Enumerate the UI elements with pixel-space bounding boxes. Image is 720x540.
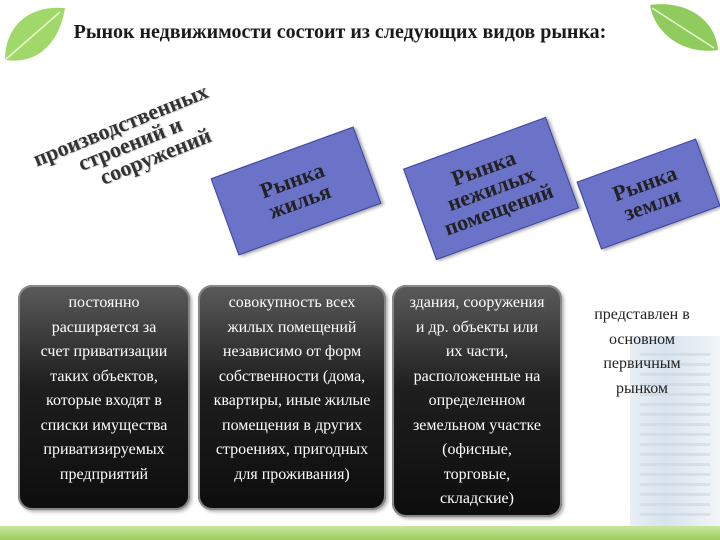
panel-line: определенном <box>392 389 562 414</box>
panel-line: постоянно <box>18 291 190 316</box>
panel-housing: совокупность всех жилых помещений незави… <box>198 285 386 510</box>
panel-commercial: здания, сооружения и др. объекты или их … <box>392 285 562 517</box>
panel-line: независимо от форм <box>198 340 386 365</box>
footer-stripe <box>0 526 720 540</box>
panel-line: расположенные на <box>392 365 562 390</box>
panel-line: строениях, пригодных <box>198 438 386 463</box>
panel-line: помещения в других <box>198 414 386 439</box>
panel-line: торговые, <box>392 463 562 488</box>
panel-line: которые входят в <box>18 389 190 414</box>
panel-line: приватизируемых <box>18 438 190 463</box>
panel-land: представлен в основном первичным рынком <box>572 303 712 401</box>
panel-line: их части, <box>392 340 562 365</box>
header-left: производственных строений и сооружений <box>30 80 226 208</box>
box-land-market: Рынка земли <box>577 138 720 249</box>
panel-line: счет приватизации <box>18 340 190 365</box>
panel-line: (офисные, <box>392 438 562 463</box>
panel-line: совокупность всех <box>198 291 386 316</box>
panel-line: предприятий <box>18 463 190 488</box>
panel-line: представлен в <box>572 303 712 328</box>
panel-line: здания, сооружения <box>392 291 562 316</box>
panel-line: складские) <box>392 487 562 512</box>
panel-line: расширяется за <box>18 316 190 341</box>
panel-line: квартиры, иные жилые <box>198 389 386 414</box>
panel-line: земельном участке <box>392 414 562 439</box>
panel-line: для проживания) <box>198 463 386 488</box>
panel-line: первичным <box>572 352 712 377</box>
page-title: Рынок недвижимости состоит из следующих … <box>60 20 620 45</box>
panel-production: постоянно расширяется за счет приватизац… <box>18 285 190 510</box>
leaf-icon <box>640 0 720 60</box>
panel-line: основном <box>572 328 712 353</box>
panel-line: и др. объекты или <box>392 316 562 341</box>
panel-line: рынком <box>572 377 712 402</box>
box-housing-market: Рынка жилья <box>211 126 382 255</box>
panel-line: таких объектов, <box>18 365 190 390</box>
box-commercial-market: Рынка нежилых помещений <box>403 117 579 260</box>
panel-line: списки имущества <box>18 414 190 439</box>
panel-line: собственности (дома, <box>198 365 386 390</box>
panel-line: жилых помещений <box>198 316 386 341</box>
